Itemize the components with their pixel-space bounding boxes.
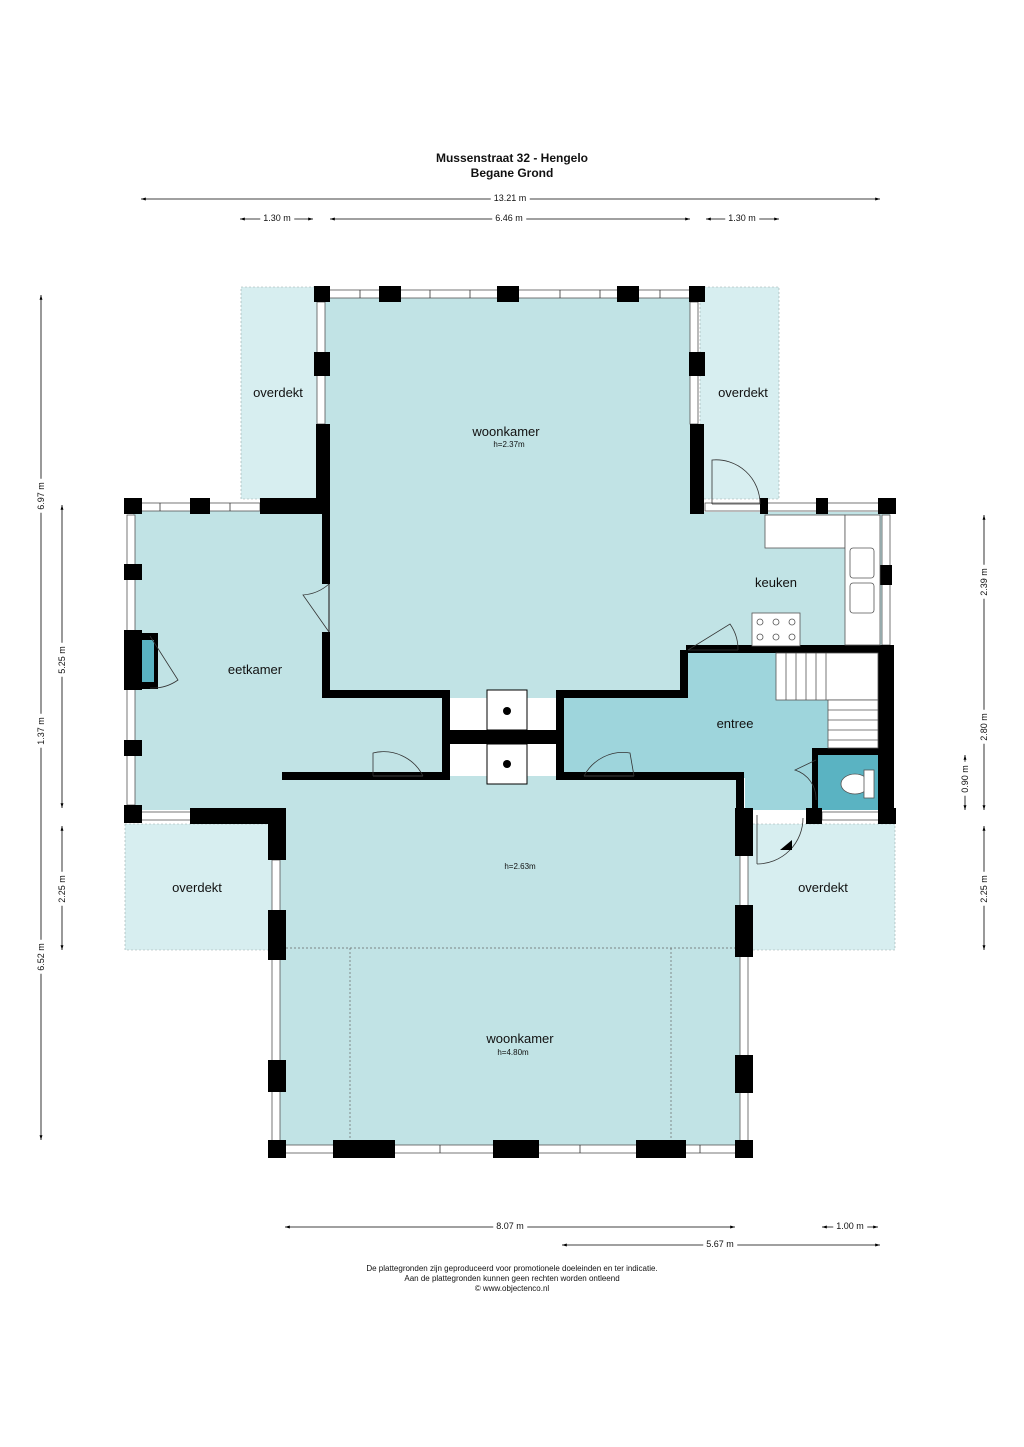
height-woonkamer-bottom: h=4.80m xyxy=(497,1048,529,1057)
floor-name: Begane Grond xyxy=(470,166,554,180)
room-label-overdekt-bl: overdekt xyxy=(172,880,222,895)
dim-right-c: 0.90 m xyxy=(960,762,970,796)
woonkamer-bottom-area xyxy=(280,948,740,1146)
dim-top-mid: 6.46 m xyxy=(492,213,526,223)
stairs xyxy=(775,652,879,749)
toilet xyxy=(840,769,875,799)
dim-left-lower: 6.52 m xyxy=(36,940,46,974)
room-label-overdekt-tl: overdekt xyxy=(253,385,303,400)
height-middle-room: h=2.63m xyxy=(504,862,536,871)
dim-top-total: 13.21 m xyxy=(490,193,530,203)
disclaimer-line-2: Aan de plattegronden kunnen geen rechten… xyxy=(404,1274,620,1283)
height-woonkamer-top: h=2.37m xyxy=(493,440,525,449)
room-label-woonkamer-top: woonkamer xyxy=(472,424,540,439)
dim-bottom-total: 8.07 m xyxy=(493,1221,527,1231)
dim-bottom-right: 1.00 m xyxy=(833,1221,867,1231)
fireplace xyxy=(138,633,158,689)
dim-left-upper: 6.97 m xyxy=(36,479,46,513)
dim-right-a: 2.39 m xyxy=(979,565,989,599)
walls xyxy=(124,286,896,1158)
eetkamer-extension xyxy=(322,690,450,780)
middle-room-area xyxy=(280,776,740,952)
chimneys xyxy=(486,689,528,785)
dim-top-left: 1.30 m xyxy=(260,213,294,223)
room-label-woonkamer-bottom: woonkamer xyxy=(486,1031,554,1046)
overdekt-areas xyxy=(124,286,896,951)
vide-lines xyxy=(286,947,735,1143)
eetkamer-area xyxy=(133,510,327,810)
doors xyxy=(149,459,817,865)
dim-bottom-mid: 5.67 m xyxy=(703,1239,737,1249)
disclaimer-line-1: De plattegronden zijn geproduceerd voor … xyxy=(366,1264,658,1273)
room-label-keuken: keuken xyxy=(755,575,797,590)
room-label-overdekt-br: overdekt xyxy=(798,880,848,895)
room-label-entree: entree xyxy=(716,716,754,731)
copyright-link[interactable]: © www.objectenco.nl xyxy=(474,1284,550,1293)
dim-top-right: 1.30 m xyxy=(725,213,759,223)
dim-right-b: 2.80 m xyxy=(979,710,989,744)
dim-right-d: 2.25 m xyxy=(979,872,989,906)
overdekt-top-right-area xyxy=(699,286,780,500)
room-label-overdekt-tr: overdekt xyxy=(718,385,768,400)
rooms xyxy=(133,298,890,1146)
overdekt-bottom-right-area xyxy=(744,823,896,951)
woonkamer-top-extension xyxy=(322,498,450,698)
plan-title: Mussenstraat 32 - Hengelo xyxy=(435,151,589,165)
dim-left-c: 2.25 m xyxy=(57,872,67,906)
door-arrow-icon xyxy=(780,840,792,850)
dim-left-b: 1.37 m xyxy=(36,714,46,748)
kitchen-fittings xyxy=(751,514,881,647)
room-label-eetkamer: eetkamer xyxy=(227,662,283,677)
overdekt-top-left-area xyxy=(240,286,322,500)
dim-left-a: 5.25 m xyxy=(57,643,67,677)
